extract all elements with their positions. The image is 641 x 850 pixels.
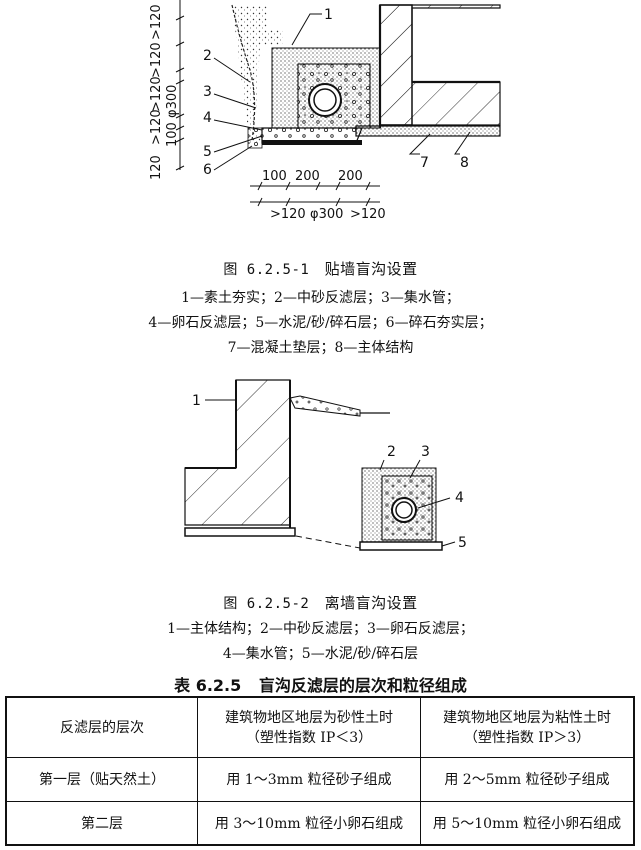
figure2-legend: 1—主体结构；2—中砂反滤层；3—卵石反滤层； 4—集水管；5—水泥/砂/碎石层 — [0, 617, 641, 667]
dim-bottom-200a: 200 — [295, 169, 320, 184]
dim-left-2: >120 — [149, 42, 164, 78]
callout-8: 8 — [460, 155, 469, 171]
dim-left-6: 100 — [165, 122, 180, 147]
dim-bottom-gt120a: >120 — [270, 207, 306, 222]
legend-line: 4—卵石反滤层；5—水泥/砂/碎石层；6—碎石夯实层； — [148, 315, 493, 331]
table-cell: 第二层 — [5, 800, 198, 846]
table-cell: 用 2～5mm 粒径砂子组成 — [420, 756, 635, 802]
filter-layer-table: 反滤层的层次 建筑物地区地层为砂性土时 （塑性指数 IP＜3） 建筑物地区地层为… — [5, 696, 635, 846]
figure-wall-blind-ditch: >120 >120 >120 φ300 >120 100 120 100 200… — [149, 0, 501, 222]
figure2-caption: 图 6.2.5-2 离墙盲沟设置 — [0, 592, 641, 613]
header-cell-sandy: 建筑物地区地层为砂性土时 （塑性指数 IP＜3） — [197, 696, 421, 758]
legend-line: 4—集水管；5—水泥/砂/碎石层 — [222, 646, 419, 662]
figure1-caption-title: 贴墙盲沟设置 — [324, 260, 418, 278]
dim-left-4: φ300 — [165, 85, 180, 118]
figure2-caption-number: 图 6.2.5-2 — [223, 596, 310, 612]
figure-detached-blind-ditch: 1 2 3 4 5 — [184, 379, 467, 551]
figure1-legend: 1—素土夯实；2—中砂反滤层；3—集水管； 4—卵石反滤层；5—水泥/砂/碎石层… — [0, 286, 641, 361]
header-cell-clay: 建筑物地区地层为粘性土时 （塑性指数 IP＞3） — [420, 696, 635, 758]
callout-7: 7 — [420, 155, 429, 171]
dim-left-1: >120 — [149, 4, 164, 40]
figure1-caption-number: 图 6.2.5-1 — [223, 262, 310, 278]
dim-bottom-200b: 200 — [338, 169, 363, 184]
legend-line: 1—素土夯实；2—中砂反滤层；3—集水管； — [181, 290, 460, 306]
table-cell: 用 1～3mm 粒径砂子组成 — [197, 756, 421, 802]
header-sandy-line1: 建筑物地区地层为砂性土时 — [225, 710, 393, 727]
callout-1: 1 — [324, 7, 333, 23]
dim-left-3: >120 — [149, 76, 164, 112]
table-cell: 用 3～10mm 粒径小卵石组成 — [197, 800, 421, 846]
header-cell-layer: 反滤层的层次 — [5, 696, 198, 758]
callout-3: 3 — [421, 444, 430, 460]
callout-6: 6 — [203, 162, 212, 178]
dim-left-7: 120 — [149, 155, 164, 180]
table-header-row: 反滤层的层次 建筑物地区地层为砂性土时 （塑性指数 IP＜3） 建筑物地区地层为… — [5, 696, 635, 758]
table-title: 表 6.2.5 盲沟反滤层的层次和粒径组成 — [0, 672, 641, 696]
dim-left-5: >120 — [149, 109, 164, 145]
callout-5: 5 — [203, 144, 212, 160]
legend-line: 1—主体结构；2—中砂反滤层；3—卵石反滤层； — [167, 621, 474, 637]
callout-5: 5 — [458, 535, 467, 551]
table-cell: 第一层（贴天然土） — [5, 756, 198, 802]
table-title-text: 盲沟反滤层的层次和粒径组成 — [258, 676, 467, 695]
callout-4: 4 — [203, 110, 212, 126]
table-row: 第二层 用 3～10mm 粒径小卵石组成 用 5～10mm 粒径小卵石组成 — [5, 800, 635, 846]
table-cell: 用 5～10mm 粒径小卵石组成 — [420, 800, 635, 846]
callout-3: 3 — [203, 84, 212, 100]
legend-line: 7—混凝土垫层；8—主体结构 — [227, 340, 414, 356]
figure1-caption: 图 6.2.5-1 贴墙盲沟设置 — [0, 258, 641, 279]
header-sandy-line2: （塑性指数 IP＜3） — [245, 730, 373, 747]
table-label: 表 6.2.5 — [174, 676, 242, 695]
header-clay-line1: 建筑物地区地层为粘性土时 — [443, 710, 611, 727]
figure2-caption-title: 离墙盲沟设置 — [324, 594, 418, 612]
callout-1: 1 — [192, 393, 201, 409]
table-row: 第一层（贴天然土） 用 1～3mm 粒径砂子组成 用 2～5mm 粒径砂子组成 — [5, 756, 635, 802]
header-clay-line2: （塑性指数 IP＞3） — [463, 730, 591, 747]
callout-2: 2 — [203, 48, 212, 64]
dim-bottom-gt120b: >120 — [350, 207, 386, 222]
callout-4: 4 — [455, 490, 464, 506]
dim-bottom-100: 100 — [262, 169, 287, 184]
callout-2: 2 — [387, 444, 396, 460]
dim-bottom-phi300: φ300 — [310, 207, 343, 222]
